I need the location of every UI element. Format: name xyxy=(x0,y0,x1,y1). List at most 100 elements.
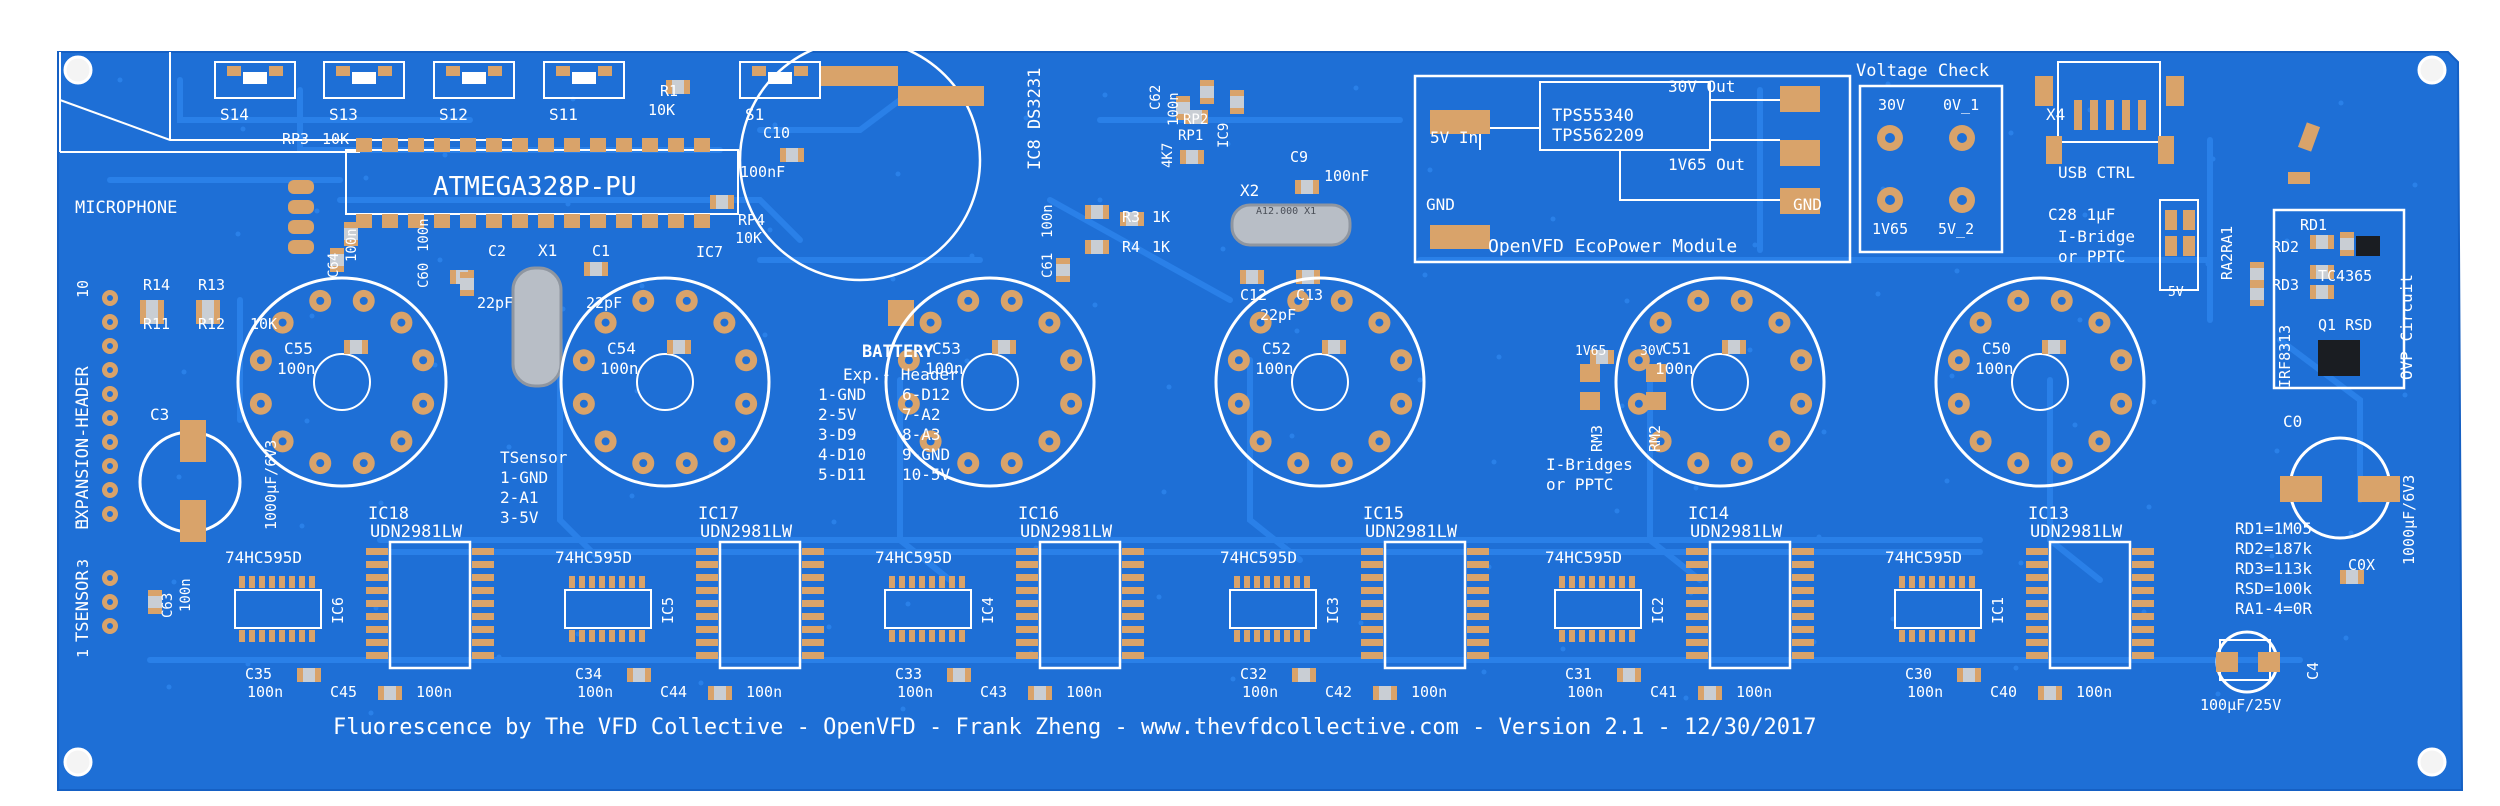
tube-pin-hole xyxy=(639,296,648,305)
sr-pad xyxy=(1304,630,1310,642)
switch-body xyxy=(243,72,267,84)
sr-pad xyxy=(1304,576,1310,588)
sr-pad xyxy=(899,630,905,642)
sr-pad xyxy=(909,630,915,642)
via xyxy=(1284,538,1290,544)
tube-pin-hole xyxy=(579,356,588,365)
cap-value: 100n xyxy=(897,683,933,701)
udn-pad xyxy=(1792,626,1814,633)
smd-passive-end xyxy=(1295,180,1301,194)
tube-cap-end xyxy=(685,340,691,354)
udn-outline xyxy=(2048,540,2132,670)
tube-pin-hole xyxy=(964,296,973,305)
sr-pad xyxy=(619,630,625,642)
test-pad-hole xyxy=(1957,133,1967,143)
udn-pad xyxy=(696,561,718,568)
udn-pad xyxy=(1467,587,1489,594)
sr-pad xyxy=(1264,576,1270,588)
sr-pad xyxy=(249,630,255,642)
udn-id-label: IC14 xyxy=(1688,504,1729,524)
smd-passive-end xyxy=(602,262,608,276)
udn-pad xyxy=(696,626,718,633)
test-pad-hole xyxy=(1885,195,1895,205)
cap-label: C34 xyxy=(575,665,602,683)
cap-label: C43 xyxy=(980,683,1007,701)
via xyxy=(378,500,384,506)
rm2-label: RM2 xyxy=(1646,425,1664,452)
udn-pad xyxy=(1792,574,1814,581)
mcu-pin-bottom xyxy=(590,214,606,228)
smd-passive-end xyxy=(214,300,220,314)
udn-pad xyxy=(1016,548,1038,555)
cap-smd-end xyxy=(1292,668,1298,682)
via xyxy=(166,684,172,690)
smd-passive-end xyxy=(2340,250,2354,256)
udn-pad xyxy=(1122,613,1144,620)
gnd-right-label: GND xyxy=(1793,195,1822,214)
udn-pad xyxy=(472,600,494,607)
tube-pin-hole xyxy=(1634,356,1643,365)
udn-pad xyxy=(1122,652,1144,659)
smd-passive-end xyxy=(584,262,590,276)
tube-pin-hole xyxy=(1256,437,1265,446)
ibridges-label-2: or PPTC xyxy=(1546,475,1613,494)
vc-5v2-label: 5V_2 xyxy=(1938,220,1974,238)
tube-cap-value: 100n xyxy=(1975,359,2014,378)
cap-smd-end xyxy=(1310,668,1316,682)
udn-pad xyxy=(366,639,388,646)
via xyxy=(1949,373,1955,379)
sr-pad xyxy=(1969,576,1975,588)
tube-pin-hole xyxy=(1256,318,1265,327)
udn-pad xyxy=(2026,652,2048,659)
udn-outline xyxy=(388,540,472,670)
via xyxy=(1678,160,1684,166)
via xyxy=(2407,287,2413,293)
sr-pad xyxy=(1274,630,1280,642)
tube-pin-hole xyxy=(256,356,265,365)
tube-pin-hole xyxy=(316,459,325,468)
tube-cap-end xyxy=(362,340,368,354)
udn-pad xyxy=(1792,587,1814,594)
udn-pad xyxy=(2132,600,2154,607)
via xyxy=(2402,392,2408,398)
sr-id-label: IC2 xyxy=(1649,597,1667,624)
udn-pad xyxy=(1686,613,1708,620)
trace xyxy=(557,337,603,563)
udn-pad xyxy=(1686,626,1708,633)
sr-pad xyxy=(1959,630,1965,642)
usb-shield xyxy=(2046,136,2062,164)
cap-smd-end xyxy=(1635,668,1641,682)
sr-outline xyxy=(884,589,972,629)
c10-label: C10 xyxy=(763,124,790,142)
tube-socket-outline xyxy=(1614,276,1826,488)
udn-pad xyxy=(1686,639,1708,646)
udn-pad xyxy=(472,639,494,646)
c1-value: 22pF xyxy=(586,294,622,312)
udn-pad xyxy=(1467,574,1489,581)
mcu-pin-top xyxy=(642,138,658,152)
mic-pad xyxy=(288,240,314,254)
cap-smd-end xyxy=(1028,686,1034,700)
edge-lines xyxy=(59,99,520,141)
udn-pad xyxy=(472,652,494,659)
smd-passive-end xyxy=(460,272,474,278)
tube-pin-hole xyxy=(579,399,588,408)
ibridges-label-1: I-Bridges xyxy=(1546,455,1633,474)
udn-pad xyxy=(1016,574,1038,581)
tube-socket-outline xyxy=(1214,276,1426,488)
udn-pad xyxy=(2026,600,2048,607)
tube-pin-hole xyxy=(2057,296,2066,305)
switch-pad xyxy=(269,66,283,76)
c0-pad xyxy=(2358,476,2400,502)
udn-pad xyxy=(1686,587,1708,594)
tube-pin-hole xyxy=(1976,437,1985,446)
smd-passive-end xyxy=(1176,96,1190,102)
smd-passive-end xyxy=(798,148,804,162)
via xyxy=(1220,246,1226,252)
crystal-x2 xyxy=(1230,203,1352,247)
via xyxy=(2205,261,2211,267)
mcu-pin-bottom xyxy=(668,214,684,228)
mount-hole-br xyxy=(2417,747,2447,777)
mcu-pin-bottom xyxy=(564,214,580,228)
